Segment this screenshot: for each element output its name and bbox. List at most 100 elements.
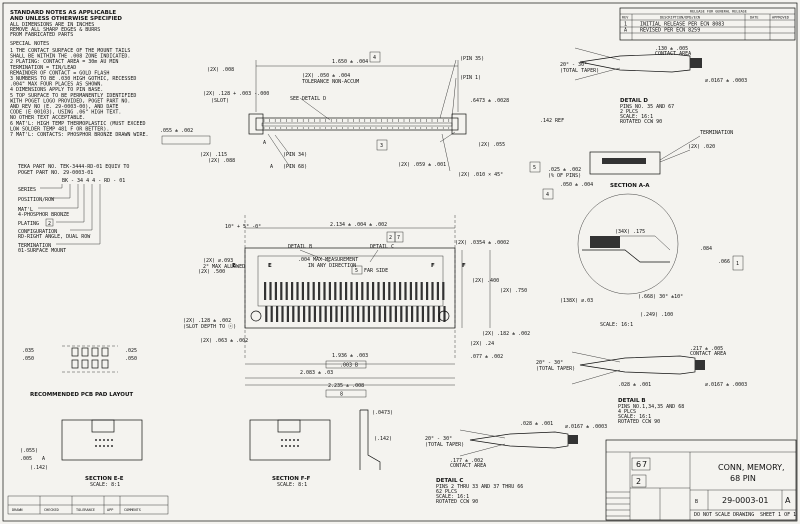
rev-col-appr: APPROVED (772, 16, 789, 20)
rev-col-date: DATE (750, 16, 758, 20)
detail-d-line-0: PINS NO. 35 AND 67 (620, 104, 674, 110)
ref-box-3 (376, 139, 388, 151)
detail-c-142: (.142) (374, 436, 392, 442)
detail-b-028: .028 ± .001 (618, 382, 651, 388)
bl-tolerance: TOLERANCE (76, 508, 95, 512)
section-mark-f2: F (462, 263, 466, 269)
detail-d-contact: .130 ± .005 (655, 46, 688, 52)
section-f-title: SECTION F-F (272, 476, 311, 482)
detail-d-taper: 20° - 30° (560, 62, 587, 68)
rev-row-0-desc: INITIAL RELEASE PER ECN 8083 (640, 22, 724, 28)
rev-col-desc: DESCRIPTION/DMS/ECN (660, 16, 700, 20)
front-fcf-003: .003 (340, 363, 352, 369)
contact-upper (404, 282, 407, 300)
contact-lower (297, 306, 300, 322)
scale-view-dim-066: .066 (718, 259, 730, 265)
detail-d-dia: ⌀.0167 ± .0003 (705, 78, 747, 84)
special-note-line: 3 NUMBERS TO BE .030 HIGH GOTHIC, RECESS… (10, 76, 136, 82)
fcf-frame-front2 (325, 389, 367, 398)
ref-box-4b (542, 188, 554, 200)
contact-upper (388, 282, 391, 300)
section-contact (285, 445, 287, 447)
section-aa-title: SECTION A-A (610, 183, 650, 189)
rev-row-0-rev: 1 (624, 22, 627, 28)
fcf-frame (161, 135, 211, 145)
label-termination-value: 01-SURFACE MOUNT (18, 248, 66, 254)
bl-app: APP (107, 508, 113, 512)
special-note-line: .004" MAX FOUR PLACES AS SHOWN. (10, 82, 103, 88)
contact-upper (442, 282, 445, 300)
ref-box-5b (351, 265, 363, 275)
detail-d-contact-label: CONTACT AREA (655, 51, 691, 57)
top-pin-1: (PIN 1) (460, 75, 481, 81)
detail-c-0473: (.0473) (372, 410, 393, 416)
pcb-dim-035: .035 (22, 348, 34, 354)
front-dim-2deg: 2° MAX ALLOWED (203, 264, 245, 270)
top-dim-pitch: (2X) .050 ± .004 (302, 73, 350, 79)
top-dim-chamfer: (2X) .010 × 45° (458, 172, 503, 178)
pcb-pad (81, 347, 89, 357)
top-dim-059: (2X) .059 ± .001 (398, 162, 446, 168)
section-contact (289, 439, 291, 441)
special-note-line: 1 THE CONTACT SURFACE OF THE MOUNT TAILS (10, 48, 130, 54)
sec-e-dim-a: A (42, 456, 45, 462)
section-aa-dim-025: .025 ± .002 (548, 167, 581, 173)
detail-b-taper-label: (TOTAL TAPER) (536, 366, 575, 372)
scale-view-dim-175: (34X) .175 (615, 229, 645, 235)
pcb-pad (81, 359, 89, 369)
notes-title: STANDARD NOTES AS APPLICABLE (10, 10, 116, 16)
part-callout-line-0: TEKA PART NO. TEK-3444-RD-01 EQUIV TO (18, 164, 129, 170)
contact-lower (313, 306, 316, 322)
detail-b-line-3: ROTATED CCW 90 (618, 419, 660, 425)
contact-lower (411, 306, 414, 322)
contact-upper (285, 282, 288, 300)
special-note-line: WITH POGET LOGO PROVIDED, POGET PART NO. (10, 98, 130, 104)
front-dim-500: (2X) .500 (198, 269, 225, 275)
contact-lower (292, 306, 295, 322)
detail-c-line-3: ROTATED CCW 90 (436, 499, 478, 505)
ref-box-1 (732, 255, 744, 271)
top-dim-055b: (2X) .055 (478, 142, 505, 148)
contact-lower (308, 306, 311, 322)
contact-upper (361, 282, 364, 300)
special-note-line: NO OTHER TEXT ACCEPTABLE. (10, 115, 85, 121)
contact-upper (399, 282, 402, 300)
label-config: CONFIGURATION (18, 229, 57, 235)
contact-upper (323, 282, 326, 300)
sec-e-dim-005: .005 (20, 456, 32, 462)
contact-upper (307, 282, 310, 300)
contact-lower (421, 306, 424, 322)
front-dim-182: (2X) .182 ± .002 (482, 331, 530, 337)
top-dim-overall: 1.650 ± .004 (332, 59, 368, 65)
front-detail-c: DETAIL C (370, 244, 394, 250)
front-fcf-8: 8 (340, 392, 343, 398)
section-e-title: SECTION E-E (85, 476, 124, 482)
contact-upper (366, 282, 369, 300)
detail-d-line-1: 2 PLCS (620, 109, 638, 115)
contact-upper (318, 282, 321, 300)
detail-c-line-2: SCALE: 16:1 (436, 494, 469, 500)
contact-lower (281, 306, 284, 322)
section-contact (103, 445, 105, 447)
contact-upper (334, 282, 337, 300)
front-fcf-b: B (355, 363, 358, 369)
special-notes-title: SPECIAL NOTES (10, 41, 49, 47)
top-view: 1.650 ± .004 4 (2X) .008 (PIN 35) (PIN 1… (160, 51, 564, 178)
section-mark-a2: A (270, 164, 273, 170)
contact-lower (400, 306, 403, 322)
plating-ref-box (45, 218, 54, 227)
section-aa-dim-050: .050 ± .004 (560, 182, 593, 188)
front-dim-24: (2X) .24 (470, 341, 494, 347)
bottom-left-block: DRAWN CHECKED TOLERANCE APP COMMENTS (7, 495, 169, 515)
section-contact (107, 439, 109, 441)
section-contact (111, 445, 113, 447)
front-dim-2235: 2.235 ± .008 (328, 383, 364, 389)
label-config-value: RD-RIGHT ANGLE, DUAL ROW (18, 234, 91, 240)
bl-comments: COMMENTS (124, 508, 141, 512)
rev-col-rev: REV (622, 16, 629, 20)
detail-b-contact: .217 ± .005 (690, 346, 723, 352)
contact-lower (373, 306, 376, 322)
scale-view: (34X) .175 .084 .066 (.668) 30° ±10° (13… (560, 193, 744, 328)
